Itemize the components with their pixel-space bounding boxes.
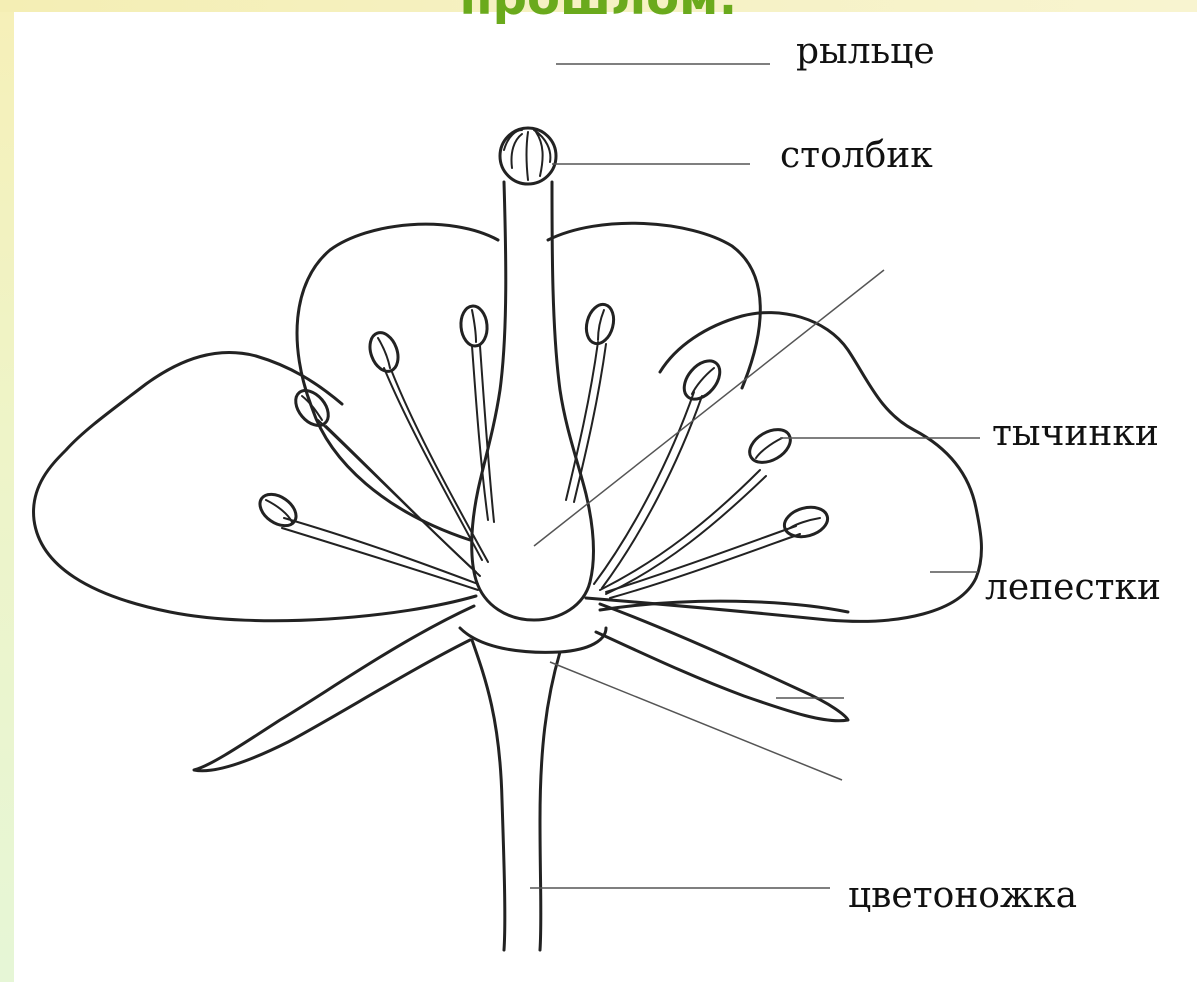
stamen-anthers (254, 301, 831, 541)
pistil-outline (472, 182, 594, 620)
petal-left (34, 352, 476, 620)
receptacle (460, 628, 606, 652)
label-stigma: рыльце (796, 34, 935, 70)
label-pedicel: цветоножка (848, 878, 1077, 914)
pedicel-stem (472, 640, 560, 950)
petal-right (586, 313, 981, 622)
label-petals: лепестки (985, 570, 1161, 606)
sepal-left (194, 606, 474, 771)
sepal-right (596, 604, 848, 721)
label-style: столбик (780, 138, 933, 174)
petal-back (297, 223, 760, 540)
label-stamens: тычинки (992, 416, 1159, 452)
pointer-receptacle (550, 662, 842, 780)
stamen-filaments (282, 342, 800, 598)
stigma-lines (504, 130, 550, 180)
